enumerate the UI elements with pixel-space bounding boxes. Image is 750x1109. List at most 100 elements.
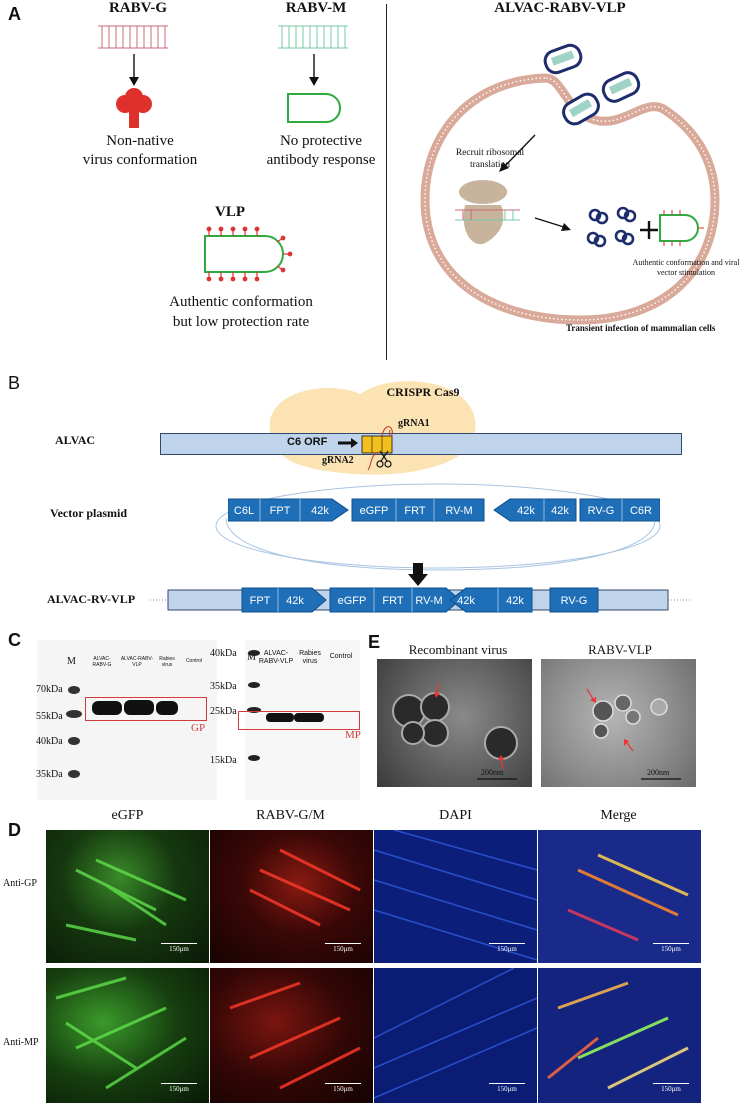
row-anti-mp: Anti-MP bbox=[3, 1037, 39, 1048]
tem-vlp-image: 200nm bbox=[541, 659, 696, 787]
scale-bar: 150μm bbox=[325, 1083, 361, 1093]
vlp-caption-line1: Authentic conformation bbox=[169, 294, 313, 310]
plasmid-gene-label-8: RV-G bbox=[588, 505, 615, 517]
gene-arrow-right bbox=[228, 498, 349, 522]
scale-label: 150μm bbox=[497, 945, 517, 953]
rabv-m-diagram bbox=[278, 25, 348, 123]
grna2-icon bbox=[367, 451, 379, 471]
poxvirus-icon bbox=[601, 71, 641, 103]
vlp-gene-label-3: FRT bbox=[382, 595, 403, 607]
transient-label: Transient infection of mammalian cells bbox=[566, 323, 716, 333]
gp-lane-3: Rabies virus bbox=[159, 656, 175, 668]
cell-infection-diagram bbox=[420, 43, 720, 325]
grna1-icon bbox=[381, 426, 393, 437]
scale-label: 150μm bbox=[169, 945, 189, 953]
panel-c-letter: C bbox=[8, 630, 21, 650]
vlp-title: VLP bbox=[215, 204, 245, 220]
poxvirus-icon bbox=[543, 43, 583, 75]
col-dapi: DAPI bbox=[439, 808, 472, 823]
protein-knot-icon bbox=[586, 206, 637, 248]
plasmid-gene-label-3: eGFP bbox=[360, 505, 389, 517]
arrow-icon bbox=[590, 697, 596, 703]
rabv-m-caption-line1: No protective bbox=[279, 133, 363, 149]
gp-lane-4: Control bbox=[185, 658, 203, 664]
scale-bar: 150μm bbox=[489, 1083, 525, 1093]
arrow-icon bbox=[624, 739, 629, 746]
arrow-down-icon bbox=[408, 563, 428, 592]
arrow-down-icon bbox=[309, 77, 319, 86]
col-merge: Merge bbox=[600, 808, 637, 823]
alvac-label: ALVAC bbox=[55, 433, 96, 447]
gp-lane-2: ALVAC-RABV-VLP bbox=[120, 656, 154, 668]
scale-bar: 150μm bbox=[653, 943, 689, 953]
plasmid-gene-label-9: C6R bbox=[630, 505, 652, 517]
vlp-gene-label-2: eGFP bbox=[338, 595, 367, 607]
scale-label: 150μm bbox=[169, 1085, 189, 1093]
gp-kda-70: 70kDa bbox=[36, 684, 63, 695]
gp-highlight-box bbox=[85, 697, 207, 721]
vlp-caption: Authentic conformation but low protectio… bbox=[136, 292, 346, 332]
vector-plasmid-label: Vector plasmid bbox=[50, 506, 128, 520]
marker-ladder bbox=[247, 650, 261, 761]
c6-orf-label: C6 ORF bbox=[287, 436, 328, 448]
vlp-particle-icon bbox=[204, 226, 293, 282]
micro-dapi-gp: 150μm bbox=[374, 830, 537, 963]
plasmid-gene-label-5: RV-M bbox=[445, 505, 472, 517]
matrix-protein-icon bbox=[287, 93, 341, 123]
crispr-label: CRISPR Cas9 bbox=[386, 385, 460, 399]
mp-kda-40: 40kDa bbox=[210, 648, 237, 659]
mp-lane-2: Rabies virus bbox=[299, 650, 321, 665]
scale-label: 150μm bbox=[661, 945, 681, 953]
panel-a-divider bbox=[386, 4, 387, 360]
tem-recombinant-image: 200nm bbox=[377, 659, 532, 787]
plasmid-gene-label-0: C6L bbox=[234, 505, 254, 517]
poxvirus-icon bbox=[562, 92, 600, 126]
gp-blot-bands bbox=[66, 686, 178, 778]
rna-strand-icon bbox=[98, 25, 168, 49]
row-anti-gp: Anti-GP bbox=[3, 878, 37, 889]
micro-egfp-mp: 150μm bbox=[46, 968, 209, 1103]
plasmid-gene-label-6: 42k bbox=[517, 505, 535, 517]
grna2-label: gRNA2 bbox=[322, 455, 354, 466]
gp-kda-55: 55kDa bbox=[36, 711, 63, 722]
vlp-particle-icon bbox=[659, 210, 704, 246]
rabv-m-title: RABV-M bbox=[285, 0, 347, 16]
gp-band bbox=[92, 700, 178, 715]
rabv-m-caption-line2: antibody response bbox=[266, 152, 376, 168]
alvac-rv-vlp-label: ALVAC-RV-VLP bbox=[47, 592, 136, 606]
panel-d-letter: D bbox=[8, 820, 21, 840]
mp-marker-label: M bbox=[247, 652, 256, 663]
mp-kda-15: 15kDa bbox=[210, 755, 237, 766]
mp-label: MP bbox=[345, 729, 361, 741]
micro-dapi-mp: 150μm bbox=[374, 968, 537, 1103]
plasmid-gene-label-2: 42k bbox=[311, 505, 329, 517]
mp-lane-1: ALVAC-RABV-VLP bbox=[258, 650, 294, 665]
gene-arrow-right bbox=[329, 587, 461, 613]
vlp-gene-label-7: RV-G bbox=[561, 595, 588, 607]
rna-strand-icon bbox=[278, 25, 348, 49]
mp-kda-25: 25kDa bbox=[210, 706, 237, 717]
rabv-g-caption-line2: virus conformation bbox=[82, 152, 198, 168]
scale-bar: 150μm bbox=[161, 943, 197, 953]
tem-right-scale: 200nm bbox=[647, 768, 670, 777]
rabv-g-diagram bbox=[98, 25, 168, 128]
panel-a-letter: A bbox=[8, 4, 21, 24]
mp-lane-3: Control bbox=[329, 653, 353, 660]
gene-block bbox=[579, 498, 660, 522]
scale-label: 150μm bbox=[333, 945, 353, 953]
mp-blot-bands bbox=[247, 650, 324, 761]
gp-lane-1: ALVAC-RABV-G bbox=[92, 656, 112, 668]
scale-bar: 150μm bbox=[489, 943, 525, 953]
col-rabv: RABV-G/M bbox=[256, 808, 325, 823]
col-egfp: eGFP bbox=[111, 808, 144, 823]
gp-kda-35: 35kDa bbox=[36, 769, 63, 780]
scale-bar: 150μm bbox=[161, 1083, 197, 1093]
vlp-gene-label-4: RV-M bbox=[415, 595, 442, 607]
vlp-gene-label-5: 42k bbox=[457, 595, 475, 607]
mp-highlight-box bbox=[238, 711, 360, 730]
rabv-m-caption: No protective antibody response bbox=[236, 132, 406, 170]
rabv-g-title: RABV-G bbox=[108, 0, 168, 16]
grna-diagram bbox=[367, 426, 393, 471]
scale-label: 150μm bbox=[497, 1085, 517, 1093]
scale-label: 150μm bbox=[661, 1085, 681, 1093]
